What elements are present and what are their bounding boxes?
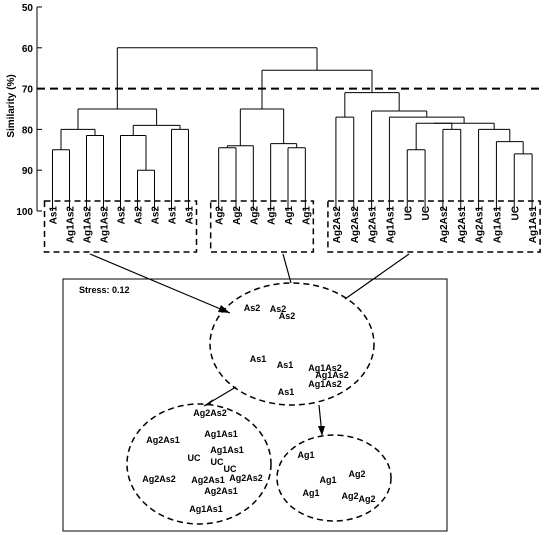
leaf-label: Ag1As2 (100, 206, 111, 244)
arrow-group3-to-as (344, 253, 410, 300)
arrow-group2-to-as (282, 253, 292, 284)
leaf-label: Ag1As2 (66, 206, 77, 244)
nmds-point-label: Ag1As2 (308, 379, 342, 389)
y-tick-label: 80 (22, 125, 34, 136)
leaf-label: As2 (117, 206, 128, 225)
leaf-label: Ag2As2 (439, 206, 450, 244)
leaf-label: UC (421, 206, 432, 220)
dendrogram-branches (52, 47, 533, 211)
leaf-label: Ag2As1 (475, 206, 486, 244)
leaf-label: Ag1As1 (528, 206, 539, 244)
nmds-point-label: UC (188, 453, 201, 463)
connector-arrows (89, 253, 410, 436)
nmds-point-label: Ag2 (358, 494, 375, 504)
group-box (327, 200, 541, 253)
y-axis-ticks: 50 60 70 80 90 100 (16, 3, 42, 218)
arrowhead-as-to-ag (318, 426, 325, 436)
arrow-group1-to-as (89, 253, 231, 314)
arrowhead-group1-to-as (218, 305, 230, 313)
leaf-label: Ag2As1 (368, 206, 379, 244)
cluster-ellipse-mixed (126, 403, 272, 525)
nmds-point-label: Ag2As1 (191, 475, 225, 485)
nmds-point-label: As1 (278, 387, 295, 397)
y-tick-label: 60 (22, 44, 34, 55)
leaf-label: Ag1As1 (385, 206, 396, 244)
nmds-point-label: Ag1 (302, 488, 319, 498)
leaf-label: As2 (134, 206, 145, 225)
nmds-point-label: Ag2As2 (193, 408, 227, 418)
y-axis-label: Similarity (%) (6, 74, 17, 137)
leaf-label: Ag1 (284, 206, 295, 225)
nmds-point-label: Ag1As1 (204, 429, 238, 439)
cluster-ellipse-as (209, 282, 375, 406)
nmds-point-label: UC (224, 464, 237, 474)
leaf-label: UC (403, 206, 414, 220)
nmds-point-label: As2 (244, 303, 261, 313)
y-tick-label: 50 (22, 3, 34, 14)
nmds-point-label: As2 (270, 304, 287, 314)
leaf-label: Ag1 (267, 206, 278, 225)
cluster-ellipse-ag (276, 434, 392, 522)
nmds-point-label: Ag2As1 (146, 435, 180, 445)
nmds-point-label: As1 (250, 354, 267, 364)
nmds-point-label: Ag1 (297, 450, 314, 460)
leaf-label: Ag1 (301, 206, 312, 225)
leaf-label: Ag1As1 (492, 206, 503, 244)
leaf-label: As2 (151, 206, 162, 225)
leaf-label: Ag2 (249, 206, 260, 225)
nmds-point-label: Ag1As2 (308, 363, 342, 373)
leaf-label: Ag2 (232, 206, 243, 225)
nmds-point-label: As1 (277, 360, 294, 370)
group-box (43, 200, 198, 253)
nmds-point-label: Ag2 (348, 469, 365, 479)
y-tick-label: 100 (16, 207, 33, 218)
leaf-label: As1 (49, 206, 60, 225)
nmds-point-label: UC (211, 457, 224, 467)
nmds-point-label: Ag1As2 (315, 370, 349, 380)
nmds-point-label: Ag1As1 (189, 504, 223, 514)
y-tick-label: 70 (22, 85, 34, 96)
leaf-label: Ag2As1 (457, 206, 468, 244)
nmds-point-label: As2 (279, 311, 296, 321)
nmds-point-label: Ag2 (341, 491, 358, 501)
y-tick-label: 90 (22, 166, 34, 177)
nmds-point-label: Ag1As1 (210, 445, 244, 455)
nmds-point-label: Ag2As2 (229, 473, 263, 483)
leaf-label: As1 (168, 206, 179, 225)
nmds-frame (62, 278, 448, 532)
leaf-label: Ag2As2 (350, 206, 361, 244)
leaf-label: Ag2 (215, 206, 226, 225)
nmds-point-label: Ag1 (319, 475, 336, 485)
group-box (209, 200, 315, 253)
stress-annotation: Stress: 0.12 (79, 285, 130, 295)
leaf-label: Ag2As2 (332, 206, 343, 244)
leaf-label: As1 (185, 206, 196, 225)
arrowhead-as-to-mixed (204, 399, 213, 406)
nmds-point-label: Ag2As2 (142, 474, 176, 484)
nmds-point-label: Ag2As1 (204, 486, 238, 496)
leaf-label: Ag1As2 (83, 206, 94, 244)
leaf-label: UC (510, 206, 521, 220)
dendrogram-group-boxes (43, 200, 541, 253)
